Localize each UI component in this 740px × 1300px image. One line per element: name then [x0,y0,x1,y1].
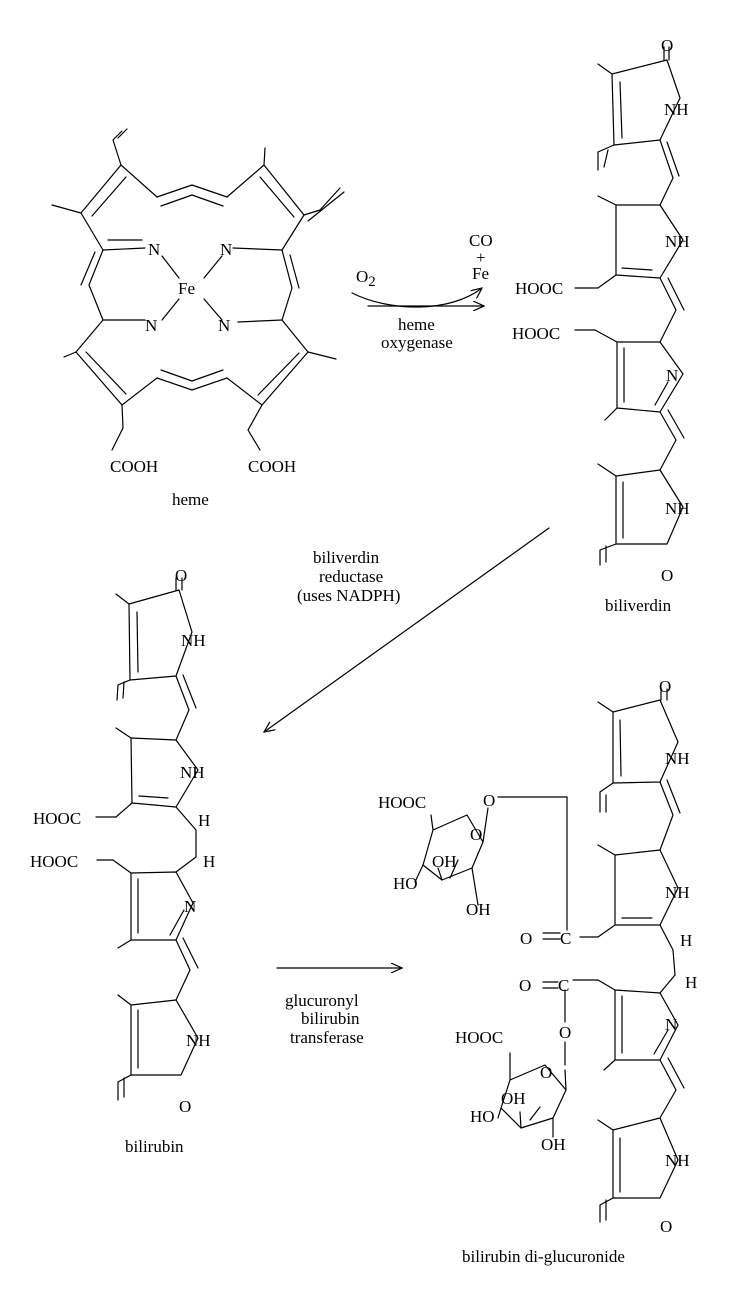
sugar1-ring-oxygen: O [470,825,482,844]
heme-iron: Fe [178,279,195,298]
sugar1-carboxyl: HOOC [378,793,426,812]
heme-nitrogen-1: N [148,240,160,259]
biliverdin-structure: O NH NH HOOC HOOC N NH O biliverdin [512,36,690,615]
sugar2-ring-oxygen: O [540,1063,552,1082]
biliverdin-nh-a: NH [664,100,689,119]
heme-caption: heme [172,490,209,509]
heme-carboxyl-right: COOH [248,457,296,476]
biliverdin-nh-b: NH [665,232,690,251]
heme-nitrogen-3: N [145,316,157,335]
sugar2-hydroxyl-2: HO [470,1107,495,1126]
biliverdin-reductase-label-1: biliverdin [313,548,380,567]
sugar2-hydroxyl-3: OH [541,1135,566,1154]
bilirubin-oxygen-bottom: O [179,1097,191,1116]
oxygen-reactant: O2 [356,267,376,290]
diglucuronide-nh-b: NH [665,883,690,902]
ester1-carbonyl-oxygen: O [520,929,532,948]
biliverdin-oxygen-top: O [661,36,673,55]
heme-oxygenase-label-2: oxygenase [381,333,453,352]
reaction-heme-oxygenase: O2 CO + Fe heme oxygenase [351,231,493,352]
diglucuronide-nh-d: NH [665,1151,690,1170]
heme-carboxyl-left: COOH [110,457,158,476]
sugar1-hydroxyl-3: OH [466,900,491,919]
reaction-biliverdin-reductase: biliverdin reductase (uses NADPH) [264,527,550,732]
sugar2-carboxyl: HOOC [455,1028,503,1047]
diglucuronide-structure: O NH HOOC O O OH HO OH NH O C H O C H N … [378,677,697,1266]
iron-product: Fe [472,264,489,283]
sugar2-hydroxyl-1: OH [501,1089,526,1108]
biliverdin-oxygen-bottom: O [661,566,673,585]
biliverdin-caption: biliverdin [605,596,672,615]
heme-nitrogen-4: N [218,316,230,335]
biliverdin-nitrogen-c: N [666,366,678,385]
sugar1-hydroxyl-2: HO [393,874,418,893]
biliverdin-nh-d: NH [665,499,690,518]
bilirubin-nh-b: NH [180,763,205,782]
biliverdin-reductase-label-3: (uses NADPH) [297,586,400,605]
ester2-carbon: C [558,976,569,995]
bilirubin-structure: O NH NH HOOC H HOOC H N NH O bilirubin [30,566,215,1156]
diglucuronide-hydrogen-2: H [685,973,697,992]
bilirubin-nitrogen-c: N [184,897,196,916]
bilirubin-hydrogen-2: H [203,852,215,871]
carbon-monoxide-product: CO [469,231,493,250]
biliverdin-carboxyl-1: HOOC [515,279,563,298]
plus-sign: + [476,248,486,267]
diglucuronide-nh-a: NH [665,749,690,768]
biliverdin-carboxyl-2: HOOC [512,324,560,343]
diglucuronide-oxygen-bottom: O [660,1217,672,1236]
transferase-label-2: bilirubin [301,1009,360,1028]
heme-bonds [51,128,345,451]
heme-structure: N N N N Fe COOH COOH heme [51,128,345,509]
sugar1-ester-oxygen: O [483,791,495,810]
diglucuronide-caption: bilirubin di-glucuronide [462,1247,625,1266]
bilirubin-bonds [95,577,199,1101]
sugar1-hydroxyl-1: OH [432,852,457,871]
biliverdin-bonds [574,46,685,566]
bilirubin-oxygen-top: O [175,566,187,585]
ester2-carbonyl-oxygen: O [519,976,531,995]
diglucuronide-bonds [414,688,685,1223]
biliverdin-reductase-label-2: reductase [319,567,383,586]
ester1-carbon: C [560,929,571,948]
bilirubin-caption: bilirubin [125,1137,184,1156]
heme-nitrogen-2: N [220,240,232,259]
reaction-glucuronyl-transferase: glucuronyl bilirubin transferase [276,968,402,1047]
bilirubin-carboxyl-1: HOOC [33,809,81,828]
bilirubin-hydrogen-1: H [198,811,210,830]
bilirubin-nh-d: NH [186,1031,211,1050]
bilirubin-nh-a: NH [181,631,206,650]
ester2-oxygen: O [559,1023,571,1042]
bilirubin-carboxyl-2: HOOC [30,852,78,871]
diglucuronide-hydrogen-1: H [680,931,692,950]
diglucuronide-nitrogen-c: N [665,1015,677,1034]
transferase-label-3: transferase [290,1028,364,1047]
diglucuronide-oxygen-top: O [659,677,671,696]
heme-oxygenase-label-1: heme [398,315,435,334]
transferase-label-1: glucuronyl [285,991,359,1010]
